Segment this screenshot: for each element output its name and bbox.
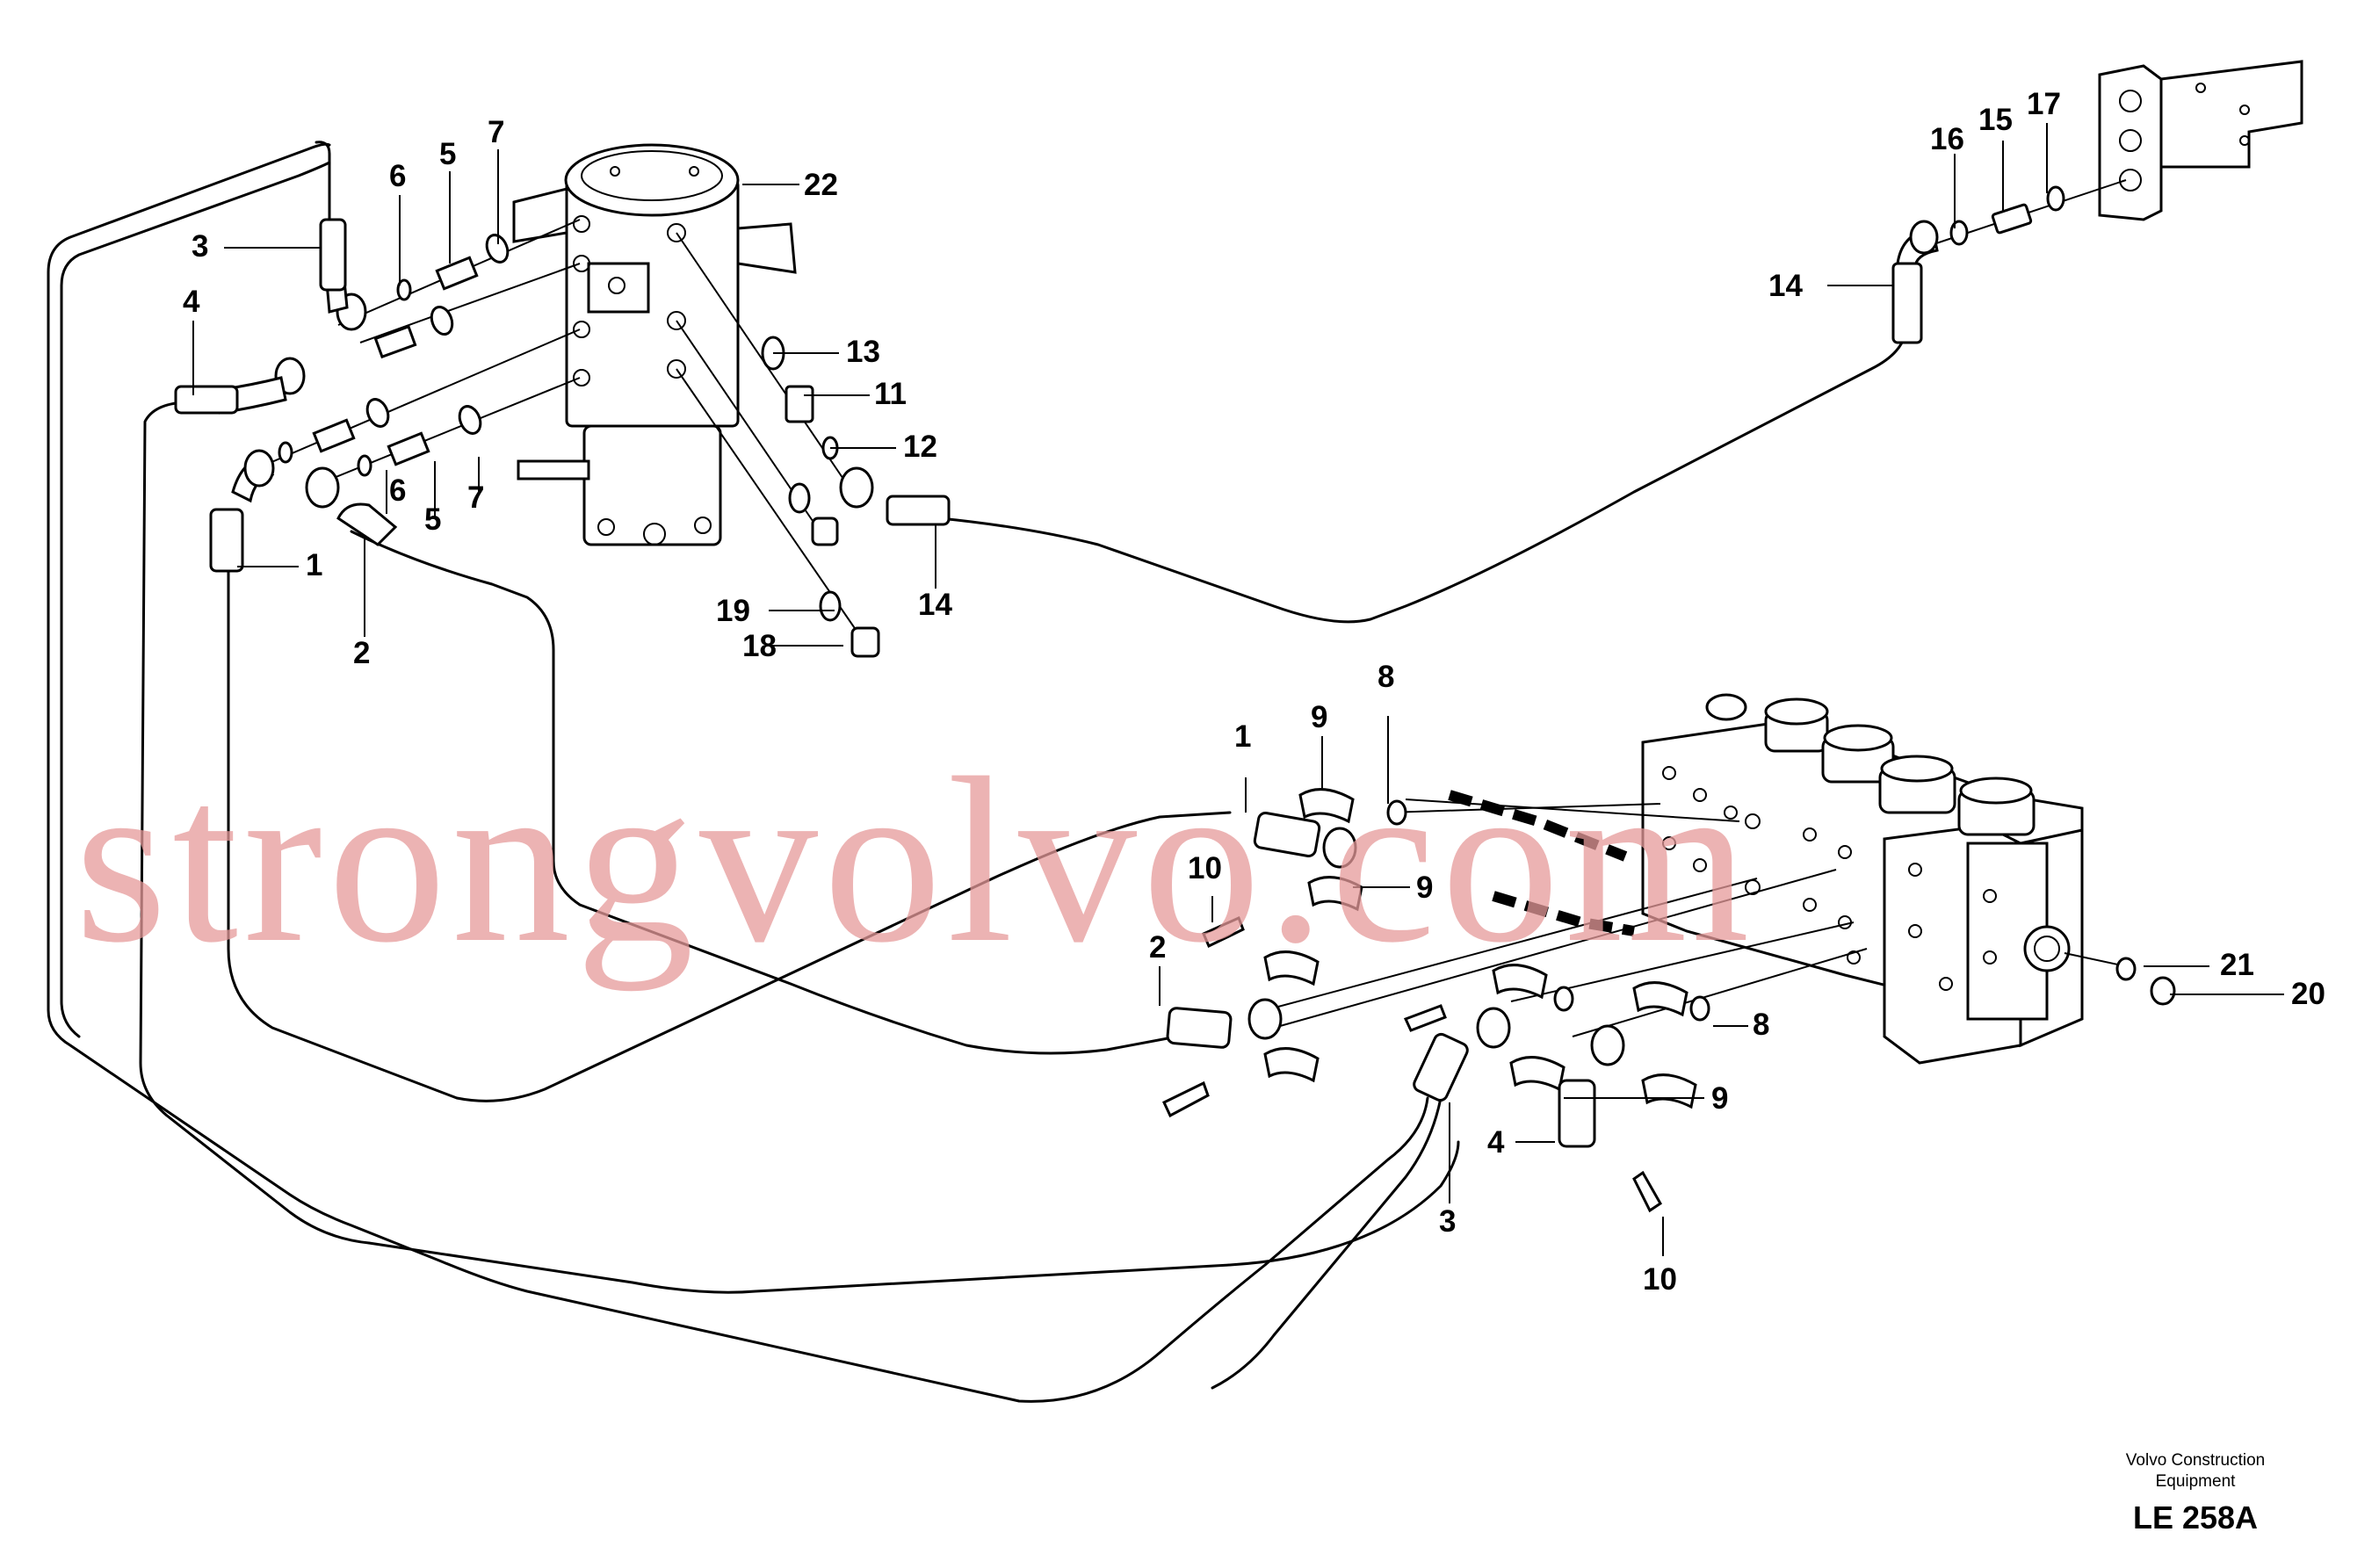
callout-1-mid: 1 [1234,719,1251,754]
callout-9-mid: 9 [1416,871,1433,905]
callout-14-mid: 14 [918,588,952,622]
callout-4-bottom: 4 [1487,1125,1505,1160]
callout-7-mid: 7 [467,481,484,515]
callout-2-left: 2 [353,636,370,670]
callout-6-top: 6 [389,159,406,193]
hose-14 [938,262,1908,624]
hoses [47,141,1908,1403]
callout-20: 20 [2291,977,2325,1011]
hose-4-inner [367,1140,1460,1294]
hose-3-bottom [1211,1096,1443,1390]
callout-6-mid: 6 [389,473,406,508]
callout-21: 21 [2220,948,2254,982]
callout-9-right: 9 [1711,1081,1728,1116]
hose-2-left [350,530,1179,1055]
callout-8-top: 8 [1378,660,1394,694]
footer-company-line2: Equipment [2156,1472,2237,1491]
callout-14-right: 14 [1768,269,1803,303]
callout-3-top: 3 [192,229,208,264]
callout-8-right: 8 [1753,1008,1769,1042]
callout-18: 18 [742,629,777,663]
flange-clamps [1162,788,1710,1213]
hose-3-top [315,141,331,230]
callout-5-mid: 5 [424,502,441,537]
hose-4-left [139,401,371,1245]
callout-16: 16 [1930,122,1964,156]
footer-company-line1: Volvo Construction [2126,1451,2265,1470]
callout-10-bottom: 10 [1643,1262,1677,1297]
dashed-hose-a [1448,790,1628,862]
control-valve [1264,693,2176,1065]
callout-22: 22 [804,168,838,202]
callout-3-bottom: 3 [1439,1204,1456,1239]
callout-5-top: 5 [439,137,456,171]
drawing-code: LE 258A [2133,1499,2258,1535]
callout-2-mid: 2 [1149,930,1166,965]
callout-11: 11 [874,377,907,411]
callout-12: 12 [903,430,937,464]
callout-13: 13 [846,335,880,369]
callout-9-top: 9 [1311,700,1327,734]
callout-labels: 3 6 5 7 22 4 13 11 12 6 5 7 1 2 14 19 18… [183,87,2325,1297]
hose-outer-2 [60,161,331,1038]
callout-19: 19 [716,594,750,628]
fittings-left [174,218,581,573]
rotary-joint [512,143,797,546]
hose-1-left [227,552,1232,1102]
watermark-text: strongvolvo.com [75,729,1754,992]
callout-7-top: 7 [488,115,504,149]
callout-10-top: 10 [1188,851,1222,885]
hose-outer [47,142,1429,1403]
fittings-center [676,232,951,658]
leader-lines [192,123,2284,1256]
callout-1-left: 1 [306,548,322,582]
footer: Volvo Construction Equipment LE 258A [2126,1451,2265,1535]
callout-15: 15 [1978,103,2013,137]
fittings-right [1891,60,2303,344]
valve-caps [1705,693,2036,836]
callout-17: 17 [2027,87,2061,121]
callout-4-left: 4 [183,285,200,319]
